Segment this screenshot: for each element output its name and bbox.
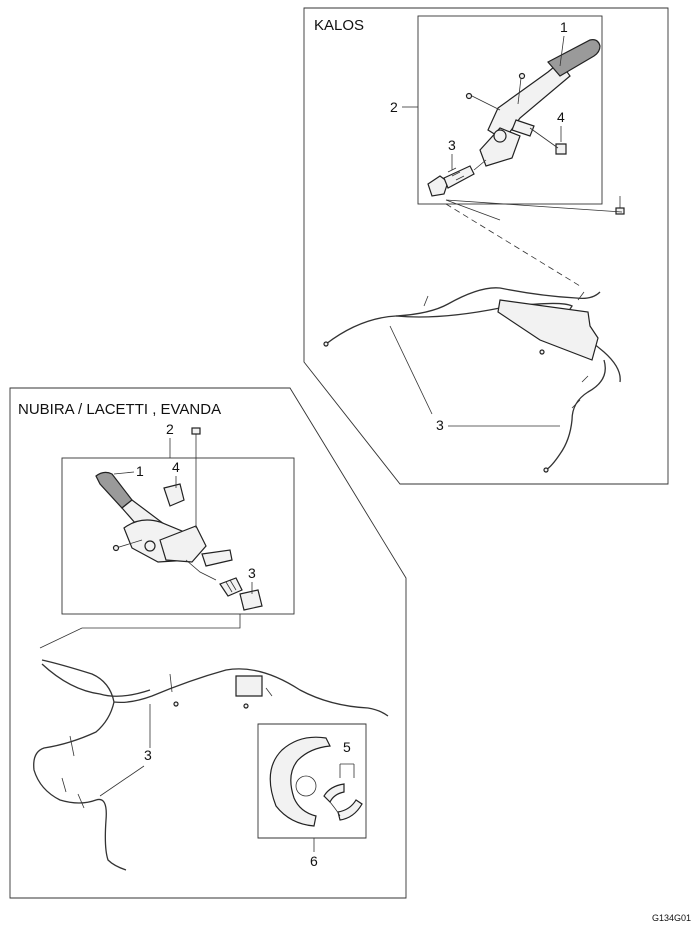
nubira-callout-lever: 1 [136, 463, 144, 479]
kalos-callout-cable-lower: 3 [436, 417, 444, 433]
kalos-parking-brake-lever-icon [465, 39, 601, 167]
kalos-callout-cable-upper: 3 [448, 137, 456, 153]
nubira-brake-cable-icon [33, 659, 389, 871]
nubira-callout-shoe: 5 [343, 739, 351, 755]
kalos-callout-lever: 1 [560, 19, 568, 35]
nubira-panel-title: NUBIRA / LACETTI , EVANDA [18, 401, 221, 418]
kalos-callout-assembly: 2 [390, 99, 398, 115]
nubira-brake-box [257, 723, 367, 839]
nubira-equalizer-icon [219, 577, 263, 611]
kalos-callout-bolt: 4 [557, 109, 565, 125]
kalos-brake-cable-icon [323, 287, 621, 473]
nubira-brake-backing-plate-icon [269, 736, 331, 827]
kalos-panel: KALOS [303, 7, 669, 485]
nubira-callout-backplate: 6 [310, 853, 318, 869]
nubira-brake-shoe-icon [323, 783, 363, 821]
nubira-callout-bolt: 4 [172, 459, 180, 475]
kalos-bolt-icon [615, 196, 625, 215]
nubira-callout-cable-mid: 3 [144, 747, 152, 763]
nubira-parking-brake-lever-icon [95, 427, 233, 581]
nubira-panel: NUBIRA / LACETTI , EVANDA 2 1 [9, 387, 407, 899]
nubira-callout-assembly: 2 [166, 421, 174, 437]
nubira-callout-cable-upper: 3 [248, 565, 256, 581]
kalos-equalizer-icon [427, 159, 487, 197]
nubira-panel-border [9, 387, 407, 899]
kalos-panel-title: KALOS [314, 17, 364, 34]
kalos-panel-border [303, 7, 669, 485]
nubira-lever-box [61, 457, 295, 615]
figure-code: G134G01 [652, 913, 691, 923]
